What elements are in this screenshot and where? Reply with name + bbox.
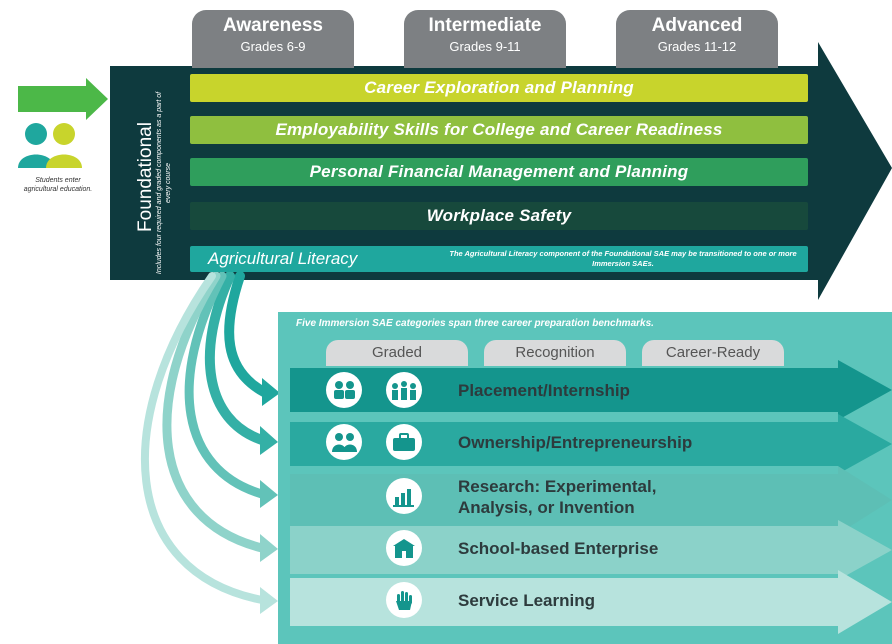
- raised-hand-icon: [386, 582, 422, 618]
- row-arrow-service: [290, 570, 892, 634]
- grade-tab-intermediate: Intermediate Grades 9-11: [404, 10, 566, 68]
- immersion-heading: Five Immersion SAE categories span three…: [296, 318, 654, 329]
- bar-chart-icon: [386, 478, 422, 514]
- partners-icon: [326, 424, 362, 460]
- category-research: Research: Experimental, Analysis, or Inv…: [458, 477, 657, 517]
- row-arrow-placement: [290, 360, 892, 420]
- grade-range: Grades 11-12: [657, 39, 737, 54]
- handshake-icon: [326, 372, 362, 408]
- entry-arrow: [18, 78, 108, 120]
- transition-arrows: [141, 271, 280, 614]
- bar-career-exploration: Career Exploration and Planning: [190, 74, 808, 102]
- foundational-subtitle: Includes four required and graded compon…: [156, 91, 172, 275]
- row-arrow-school-enterprise: [290, 520, 892, 580]
- literacy-note: The Agricultural Literacy component of t…: [449, 249, 797, 268]
- category-school-based-enterprise: School-based Enterprise: [458, 539, 659, 558]
- people-group-icon: [386, 372, 422, 408]
- immersion-row-arrows: [290, 360, 892, 634]
- category-service-learning: Service Learning: [458, 591, 596, 610]
- row-arrow-ownership: [290, 414, 892, 474]
- grade-range: Grades 9-11: [449, 39, 521, 54]
- benchmark-tab-graded: Graded: [326, 340, 468, 366]
- grade-tab-advanced: Advanced Grades 11-12: [616, 10, 778, 68]
- bar-agricultural-literacy: Agricultural Literacy The Agricultural L…: [190, 246, 808, 272]
- grade-level: Awareness: [223, 15, 323, 36]
- category-placement-internship: Placement/Internship: [458, 381, 630, 400]
- row-arrow-research: [290, 466, 892, 534]
- foundational-title: Foundational: [135, 122, 156, 232]
- students-caption: Students enter agricultural education.: [23, 177, 93, 193]
- students-icon: [18, 123, 82, 168]
- school-building-icon: [386, 530, 422, 566]
- grade-range: Grades 6-9: [240, 39, 306, 54]
- grade-tab-awareness: Awareness Grades 6-9: [192, 10, 354, 68]
- foundational-label: Foundational Includes four required and …: [118, 84, 182, 280]
- bar-employability-skills: Employability Skills for College and Car…: [190, 116, 808, 144]
- category-ownership-entrepreneurship: Ownership/Entrepreneurship: [458, 433, 693, 452]
- benchmark-tab-recognition: Recognition: [484, 340, 626, 366]
- grade-level: Advanced: [651, 15, 743, 36]
- bar-workplace-safety: Workplace Safety: [190, 202, 808, 230]
- benchmark-tab-career-ready: Career-Ready: [642, 340, 784, 366]
- literacy-label: Agricultural Literacy: [208, 249, 358, 268]
- briefcase-icon: [386, 424, 422, 460]
- grade-level: Intermediate: [428, 15, 542, 36]
- bar-financial-management: Personal Financial Management and Planni…: [190, 158, 808, 186]
